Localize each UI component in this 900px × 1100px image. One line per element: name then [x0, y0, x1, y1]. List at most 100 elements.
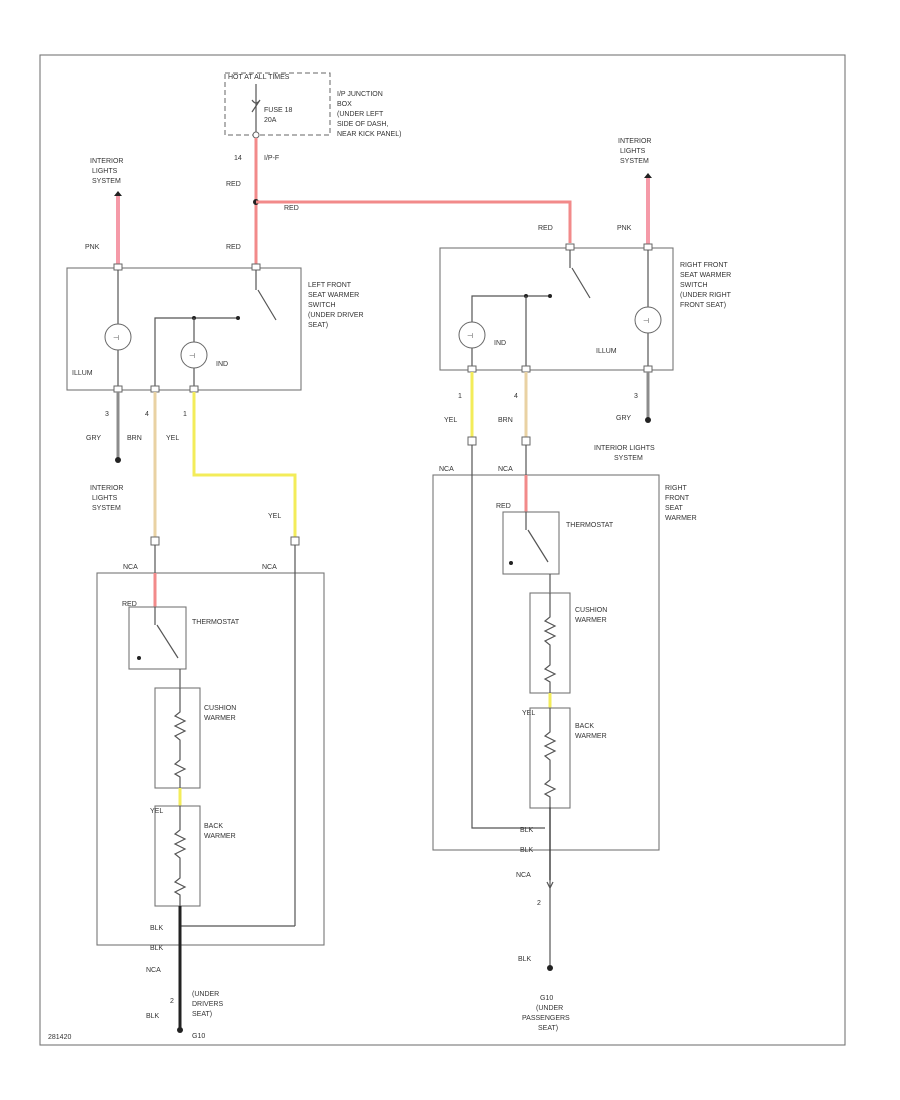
right-switch-pin3-connector-icon: [643, 365, 653, 373]
right-switch-contact-icon: [571, 267, 591, 299]
right-back-line-1: BACK: [575, 723, 594, 730]
right-interior-lights-mid-line-1: INTERIOR LIGHTS: [594, 445, 655, 452]
wire-label-yel-left-back: YEL: [150, 808, 163, 815]
left-switch-red-connector-icon: [251, 263, 261, 271]
left-switch-pnk-connector-icon: [113, 263, 123, 271]
left-illum-label: ILLUM: [72, 370, 93, 377]
right-interior-lights-mid-line-2: SYSTEM: [614, 455, 643, 462]
wire-label-red-right-switch: RED: [538, 225, 553, 232]
right-thermostat-label: THERMOSTAT: [566, 522, 614, 529]
left-illum-lamp-glyph-icon: ⊣: [113, 335, 119, 342]
right-illum-lamp-glyph-icon: ⊣: [643, 318, 649, 325]
wire-label-pnk-right: PNK: [617, 225, 632, 232]
left-thermostat-box: [128, 606, 187, 670]
right-ground-nca: NCA: [516, 872, 531, 879]
junction-box-line-5: NEAR KICK PANEL): [337, 131, 401, 138]
left-switch-pin4-connector-icon: [150, 385, 160, 393]
right-gry-terminal-icon: [645, 417, 651, 423]
fuse-pin-left: 14: [234, 155, 242, 162]
left-switch-contact-icon: [257, 289, 277, 321]
left-warmer-yel-connector-icon: [290, 536, 300, 546]
right-switch-line-5: FRONT SEAT): [680, 302, 726, 309]
junction-box-line-2: BOX: [337, 101, 352, 108]
figure-id: 281420: [48, 1034, 71, 1041]
right-warmer-line-3: SEAT: [665, 505, 683, 512]
left-thermostat-contact-icon: [156, 624, 179, 659]
right-illum-lamp-icon: [634, 306, 662, 334]
wire-label-blk-right-1: BLK: [520, 827, 534, 834]
wire-label-brn-right: BRN: [498, 417, 513, 424]
right-thermostat-box: [502, 511, 560, 575]
right-cushion-line-2: WARMER: [575, 617, 607, 624]
left-switch-pin3-connector-icon: [113, 385, 123, 393]
fuse-rating: 20A: [264, 117, 277, 124]
right-warmer-line-1: RIGHT: [665, 485, 688, 492]
right-illum-label: ILLUM: [596, 348, 617, 355]
left-ground-icon: [177, 1027, 183, 1033]
right-switch-line-2: SEAT WARMER: [680, 272, 731, 279]
right-ground-connector-icon: [546, 881, 554, 890]
wire-label-gry-left: GRY: [86, 435, 101, 442]
left-interior-lights-arrow-icon: [114, 191, 122, 196]
right-warmer-return-wire: [471, 445, 545, 829]
left-warmer-nca-2: NCA: [262, 564, 277, 571]
right-ground-line-2: (UNDER: [536, 1005, 563, 1012]
right-warmer-nca-1: NCA: [439, 466, 454, 473]
left-interior-lights-line-1: INTERIOR: [90, 158, 123, 165]
right-warmer-line-4: WARMER: [665, 515, 697, 522]
right-ground-line-4: SEAT): [538, 1025, 558, 1032]
junction-box-line-3: (UNDER LEFT: [337, 111, 384, 118]
left-cushion-warmer-box: [154, 687, 201, 789]
right-interior-lights-line-2: LIGHTS: [620, 148, 646, 155]
right-ground-line-1: G10: [540, 995, 553, 1002]
left-switch-contact-dot-icon: [236, 316, 240, 320]
left-cushion-line-2: WARMER: [204, 715, 236, 722]
left-ground-line-2: DRIVERS: [192, 1001, 223, 1008]
wire-label-yel-left-warmer: YEL: [268, 513, 281, 520]
left-ind-lamp-icon: [180, 341, 208, 369]
left-interior-lights-mid-line-3: SYSTEM: [92, 505, 121, 512]
left-ground-line-3: SEAT): [192, 1011, 212, 1018]
left-warmer-nca-1: NCA: [123, 564, 138, 571]
right-cushion-line-1: CUSHION: [575, 607, 607, 614]
right-ind-lamp-icon: [458, 321, 486, 349]
junction-box-outline: [224, 72, 331, 136]
left-cushion-line-1: CUSHION: [204, 705, 236, 712]
left-interior-lights-mid-line-1: INTERIOR: [90, 485, 123, 492]
left-switch-line-1: LEFT FRONT: [308, 282, 352, 289]
wire-label-blk-right-3: BLK: [518, 956, 532, 963]
left-gry-terminal-icon: [115, 457, 121, 463]
wire-label-red-feed: RED: [226, 181, 241, 188]
left-yel-wire: [192, 392, 297, 537]
right-switch-line-3: SWITCH: [680, 282, 708, 289]
left-interior-lights-line-2: LIGHTS: [92, 168, 118, 175]
junction-box-line-1: I/P JUNCTION: [337, 91, 383, 98]
right-ind-label: IND: [494, 340, 506, 347]
wire-label-blk-left-1: BLK: [150, 925, 164, 932]
wire-label-yel-left: YEL: [166, 435, 179, 442]
right-seat-warmer-switch-box: [439, 247, 674, 371]
right-ind-lamp-glyph-icon: ⊣: [467, 333, 473, 340]
left-pin-4: 4: [145, 411, 149, 418]
left-warmer-brn-connector-icon: [150, 536, 160, 546]
wire-label-blk-left-3: BLK: [146, 1013, 160, 1020]
right-pin-1: 1: [458, 393, 462, 400]
right-ground-icon: [547, 965, 553, 971]
right-pin-3: 3: [634, 393, 638, 400]
left-illum-lamp-icon: [104, 323, 132, 351]
left-back-line-1: BACK: [204, 823, 223, 830]
fuse-pin-right: I/P-F: [264, 155, 279, 162]
left-back-line-2: WARMER: [204, 833, 236, 840]
left-switch-pin1-connector-icon: [189, 385, 199, 393]
wire-label-yel-right-back: YEL: [522, 710, 535, 717]
right-back-line-2: WARMER: [575, 733, 607, 740]
right-thermostat-contact-icon: [527, 529, 549, 563]
left-interior-lights-mid-line-2: LIGHTS: [92, 495, 118, 502]
wire-label-red-left-thermostat: RED: [122, 601, 137, 608]
left-thermostat-dot-icon: [137, 656, 141, 660]
right-ground-line-3: PASSENGERS: [522, 1015, 570, 1022]
left-interior-lights-line-3: SYSTEM: [92, 178, 121, 185]
fuse-symbol-icon: [251, 99, 261, 113]
left-pin-1: 1: [183, 411, 187, 418]
